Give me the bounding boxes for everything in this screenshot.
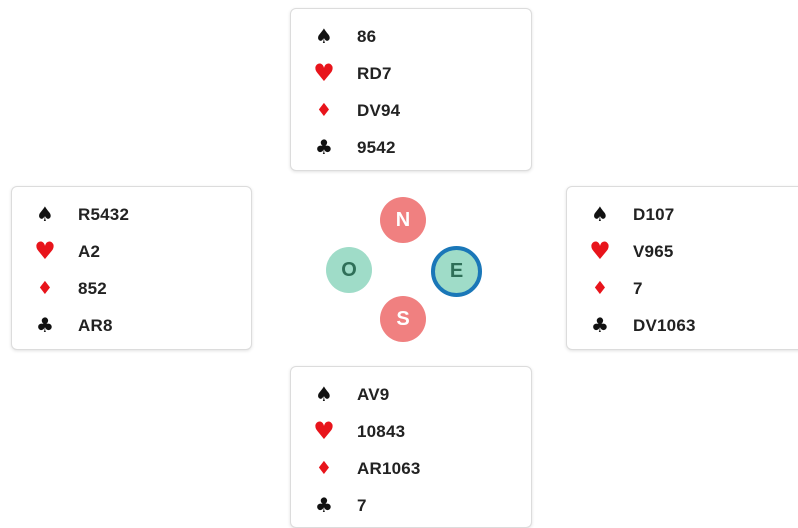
diamond-icon: ♦ [591,278,609,299]
spade-icon: ♠ [315,24,333,48]
diamond-icon: ♦ [36,278,54,299]
south-clubs-cards: 7 [357,496,367,515]
club-icon: ♣ [36,313,54,337]
seat-east-active[interactable]: E [431,246,482,297]
north-hearts-cards: RD7 [357,64,392,83]
north-spades-cards: 86 [357,27,377,46]
north-diamonds-cards: DV94 [357,101,401,120]
club-icon: ♣ [315,135,333,159]
heart-icon: ♥ [313,417,335,445]
spade-icon: ♠ [36,202,54,226]
west-diamonds-cards: 852 [78,279,107,298]
east-hand: ♠ D107 ♥ V965 ♦ 7 ♣ DV1063 [566,186,798,350]
south-spades-cards: AV9 [357,385,390,404]
seat-south[interactable]: S [380,296,426,342]
west-hand: ♠ R5432 ♥ A2 ♦ 852 ♣ AR8 [11,186,252,350]
east-clubs-cards: DV1063 [633,316,696,335]
heart-icon: ♥ [313,59,335,87]
diamond-icon: ♦ [315,100,333,121]
south-hearts-cards: 10843 [357,422,406,441]
east-spades-cards: D107 [633,205,675,224]
heart-icon: ♥ [589,237,611,265]
seat-north[interactable]: N [380,197,426,243]
heart-icon: ♥ [34,237,56,265]
spade-icon: ♠ [591,202,609,226]
club-icon: ♣ [315,493,333,517]
east-diamonds-cards: 7 [633,279,643,298]
seat-west[interactable]: O [326,247,372,293]
south-hand: ♠ AV9 ♥ 10843 ♦ AR1063 ♣ 7 [290,366,532,528]
club-icon: ♣ [591,313,609,337]
west-spades-cards: R5432 [78,205,130,224]
north-hand: ♠ 86 ♥ RD7 ♦ DV94 ♣ 9542 [290,8,532,171]
east-hearts-cards: V965 [633,242,674,261]
west-hearts-cards: A2 [78,242,101,261]
north-clubs-cards: 9542 [357,138,396,157]
south-diamonds-cards: AR1063 [357,459,421,478]
diamond-icon: ♦ [315,458,333,479]
spade-icon: ♠ [315,382,333,406]
west-clubs-cards: AR8 [78,316,113,335]
